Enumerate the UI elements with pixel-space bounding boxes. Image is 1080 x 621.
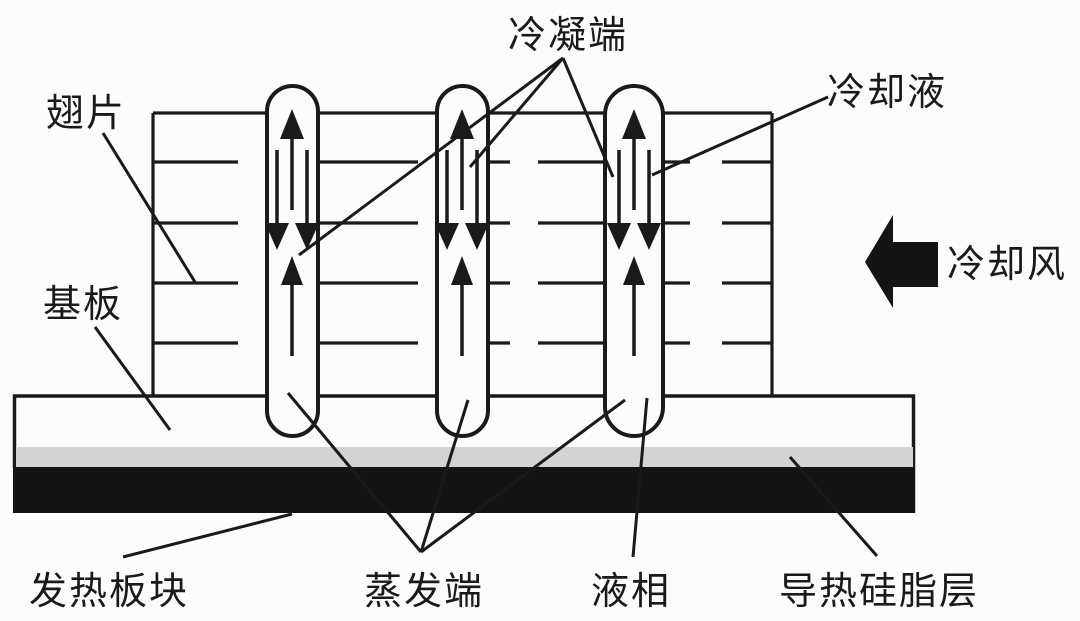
label-coolant: 冷却液	[827, 72, 947, 114]
evaporator-up-arrow-head	[281, 256, 303, 285]
coolant-leader	[651, 95, 829, 177]
label-base-plate: 基板	[43, 284, 123, 326]
liquid-phase-leader	[631, 397, 649, 558]
base-plate	[12, 394, 916, 513]
label-thermal-grease: 导热硅脂层	[779, 571, 979, 613]
label-heating-block: 发热板块	[29, 571, 189, 613]
condensate-down-left-head	[265, 223, 289, 250]
base-plate-top-edge	[12, 394, 916, 513]
fin-leader	[101, 132, 197, 283]
pipe-2-flow-arrows	[435, 109, 489, 356]
leader-lines	[93, 56, 879, 559]
label-fin: 翅片	[46, 93, 126, 135]
label-evaporator: 蒸发端	[364, 571, 484, 613]
base-plate-leader	[93, 326, 172, 431]
condensate-down-right-head	[295, 223, 319, 250]
thermal-grease-layer	[16, 447, 913, 467]
pipe-1-flow-arrows	[265, 109, 319, 356]
thermal-grease-leader	[788, 456, 879, 557]
label-condenser: 冷凝端	[508, 15, 628, 57]
condenser-leaders	[298, 56, 615, 257]
heating-block-leader	[122, 512, 293, 559]
fin-stack	[151, 111, 774, 396]
cooling-air-arrow-icon	[865, 215, 938, 308]
label-liquid-phase: 液相	[591, 571, 671, 613]
heating-block-layer	[13, 467, 915, 513]
label-cooling-air: 冷却风	[947, 244, 1067, 286]
pipe-3-flow-arrows	[607, 109, 661, 356]
evaporator-leaders	[286, 392, 626, 554]
vapor-up-arrow-head	[280, 109, 304, 139]
